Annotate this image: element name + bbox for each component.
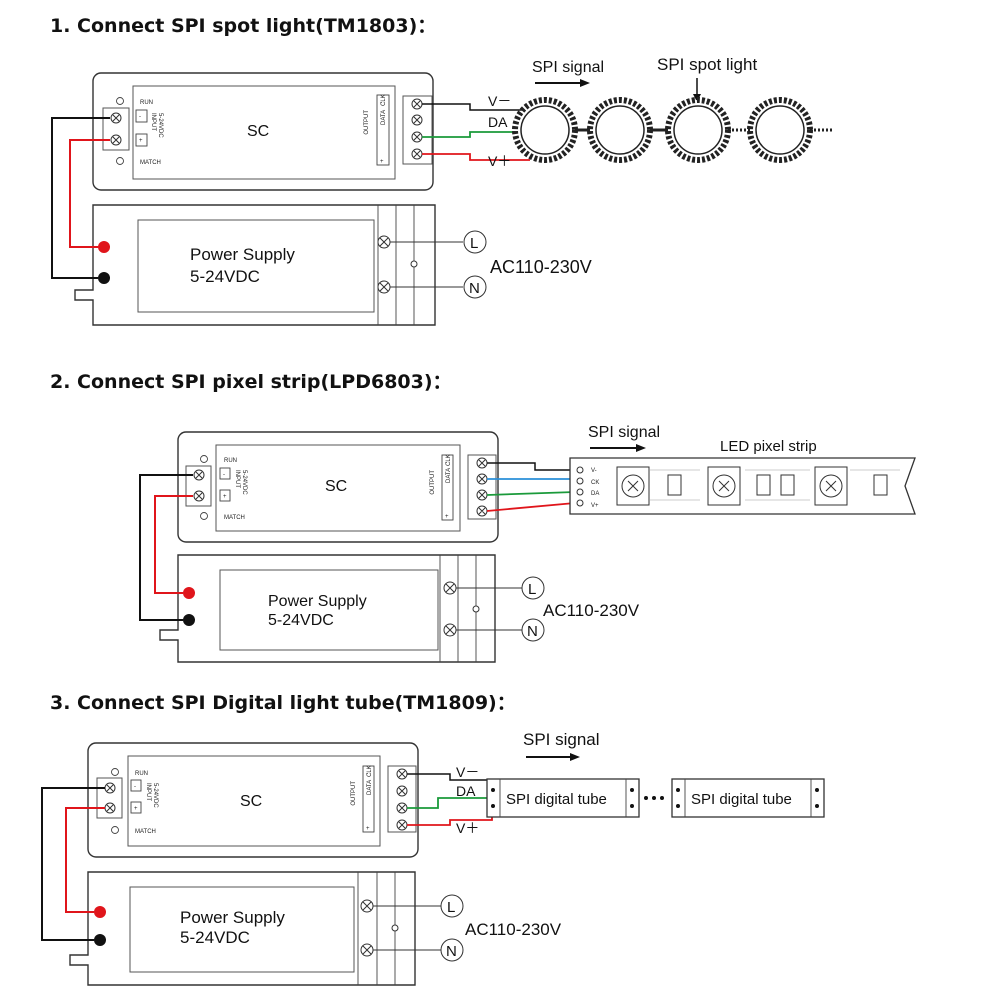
section-1-title: 1. Connect SPI spot light(TM1803)： — [50, 15, 436, 37]
clk-label: CLK — [381, 94, 387, 106]
ac-label: AC110-230V — [490, 257, 592, 277]
wire-da: DA — [488, 114, 508, 130]
svg-text:-: - — [366, 771, 368, 777]
svg-text:V＋: V＋ — [456, 820, 479, 836]
digital-tube-2: SPI digital tube — [671, 778, 825, 818]
pixel-led-1 — [616, 466, 650, 506]
section-3: 3. Connect SPI Digital light tube(TM1809… — [41, 692, 825, 986]
svg-text:AC110-230V: AC110-230V — [543, 601, 640, 620]
svg-text:Power Supply: Power Supply — [180, 908, 285, 927]
power-voltage: 5-24VDC — [190, 267, 260, 286]
pixel-led-2 — [707, 466, 741, 506]
svg-text:+: + — [366, 826, 370, 832]
wire-vminus: V－ — [488, 93, 511, 109]
match-label: MATCH — [140, 160, 161, 166]
svg-text:-: - — [380, 100, 382, 106]
power-title: Power Supply — [190, 245, 295, 264]
neutral-terminal — [463, 275, 487, 299]
section-1: 1. Connect SPI spot light(TM1803)： RUN M… — [50, 15, 832, 326]
spot-light-label: SPI spot light — [657, 55, 757, 74]
controller-2: RUN MATCH SC - + INPUT 5-24VDC OUTPUT DA… — [177, 431, 499, 543]
svg-text:V-: V- — [591, 468, 597, 474]
svg-text:+: + — [380, 159, 384, 165]
spi-signal-label: SPI signal — [532, 59, 604, 76]
svg-text:SPI signal: SPI signal — [523, 730, 600, 749]
svg-text:INPUT: INPUT — [145, 783, 151, 801]
spot-light-3 — [665, 97, 731, 163]
svg-text:DA: DA — [591, 491, 599, 497]
svg-text:N: N — [527, 623, 538, 640]
plus-terminal — [98, 241, 110, 253]
svg-text:V－: V－ — [456, 764, 479, 780]
controller-name: SC — [240, 793, 262, 810]
svg-text:CLK: CLK — [446, 454, 452, 466]
svg-text:MATCH: MATCH — [135, 829, 156, 835]
svg-text:+: + — [445, 514, 449, 520]
output-label: OUTPUT — [364, 110, 370, 135]
spot-light-1 — [512, 97, 578, 163]
svg-text:OUTPUT: OUTPUT — [430, 470, 436, 495]
live-label: L — [470, 235, 478, 252]
svg-text:V+: V+ — [591, 503, 599, 509]
svg-text:AC110-230V: AC110-230V — [465, 920, 562, 939]
digital-tube-1: SPI digital tube — [486, 778, 640, 818]
controller-3: RUN MATCH SC - + INPUT 5-24VDC OUTPUT DA… — [87, 742, 419, 858]
power-supply-3: Power Supply 5-24VDC L N AC110-230V — [69, 871, 562, 986]
svg-text:RUN: RUN — [224, 458, 237, 464]
live-terminal — [463, 230, 487, 254]
spot-light-4 — [747, 97, 813, 163]
svg-text:CLK: CLK — [367, 765, 373, 777]
section-2: 2. Connect SPI pixel strip(LPD6803)： RUN… — [50, 371, 916, 663]
svg-text:DA: DA — [456, 783, 476, 799]
minus-terminal — [98, 272, 110, 284]
svg-text:N: N — [446, 943, 457, 960]
run-label: RUN — [140, 100, 153, 106]
svg-text:-: - — [445, 460, 447, 466]
svg-text:5-24VDC: 5-24VDC — [268, 612, 334, 629]
power-supply-1: Power Supply 5-24VDC L N AC110-230V — [74, 204, 592, 326]
wire-vplus: V＋ — [488, 153, 511, 169]
svg-text:-: - — [223, 472, 225, 478]
svg-text:5-24VDC: 5-24VDC — [241, 470, 247, 495]
svg-text:OUTPUT: OUTPUT — [351, 781, 357, 806]
svg-text:+: + — [223, 494, 227, 500]
svg-text:L: L — [447, 899, 455, 916]
pixel-led-3 — [814, 466, 848, 506]
spot-light-2 — [587, 97, 653, 163]
svg-text:-: - — [134, 784, 136, 790]
svg-text:+: + — [139, 138, 143, 144]
wire-negative — [51, 117, 110, 279]
digital-tube-label: SPI digital tube — [691, 791, 792, 808]
controller-1: RUN MATCH SC - + INPUT 5-24VDC OUTPUT DA… — [92, 72, 434, 191]
svg-text:MATCH: MATCH — [224, 515, 245, 521]
input-voltage: 5-24VDC — [157, 113, 163, 138]
section-3-title: 3. Connect SPI Digital light tube(TM1809… — [50, 692, 516, 714]
controller-name: SC — [325, 478, 347, 495]
digital-tube-label: SPI digital tube — [506, 791, 607, 808]
svg-text:5-24VDC: 5-24VDC — [152, 783, 158, 808]
svg-text:-: - — [139, 114, 141, 120]
svg-text:DATA: DATA — [446, 468, 452, 483]
svg-text:Power Supply: Power Supply — [268, 593, 367, 610]
svg-text:L: L — [528, 581, 536, 598]
neutral-label: N — [469, 280, 480, 297]
svg-text:INPUT: INPUT — [234, 470, 240, 488]
svg-text:5-24VDC: 5-24VDC — [180, 928, 250, 947]
svg-text:SPI signal: SPI signal — [588, 424, 660, 441]
svg-text:+: + — [134, 806, 138, 812]
wire-positive — [69, 139, 110, 248]
power-supply-2: Power Supply 5-24VDC L N AC110-230V — [159, 554, 640, 663]
pixel-strip-label: LED pixel strip — [720, 438, 817, 455]
data-label: DATA — [381, 110, 387, 125]
controller-name: SC — [247, 123, 269, 140]
svg-text:DATA: DATA — [367, 780, 373, 795]
svg-text:CK: CK — [591, 480, 599, 486]
led-pixel-strip: V- CK DA V+ — [569, 457, 916, 515]
input-label: INPUT — [150, 113, 156, 131]
section-2-title: 2. Connect SPI pixel strip(LPD6803)： — [50, 371, 452, 393]
svg-text:RUN: RUN — [135, 771, 148, 777]
